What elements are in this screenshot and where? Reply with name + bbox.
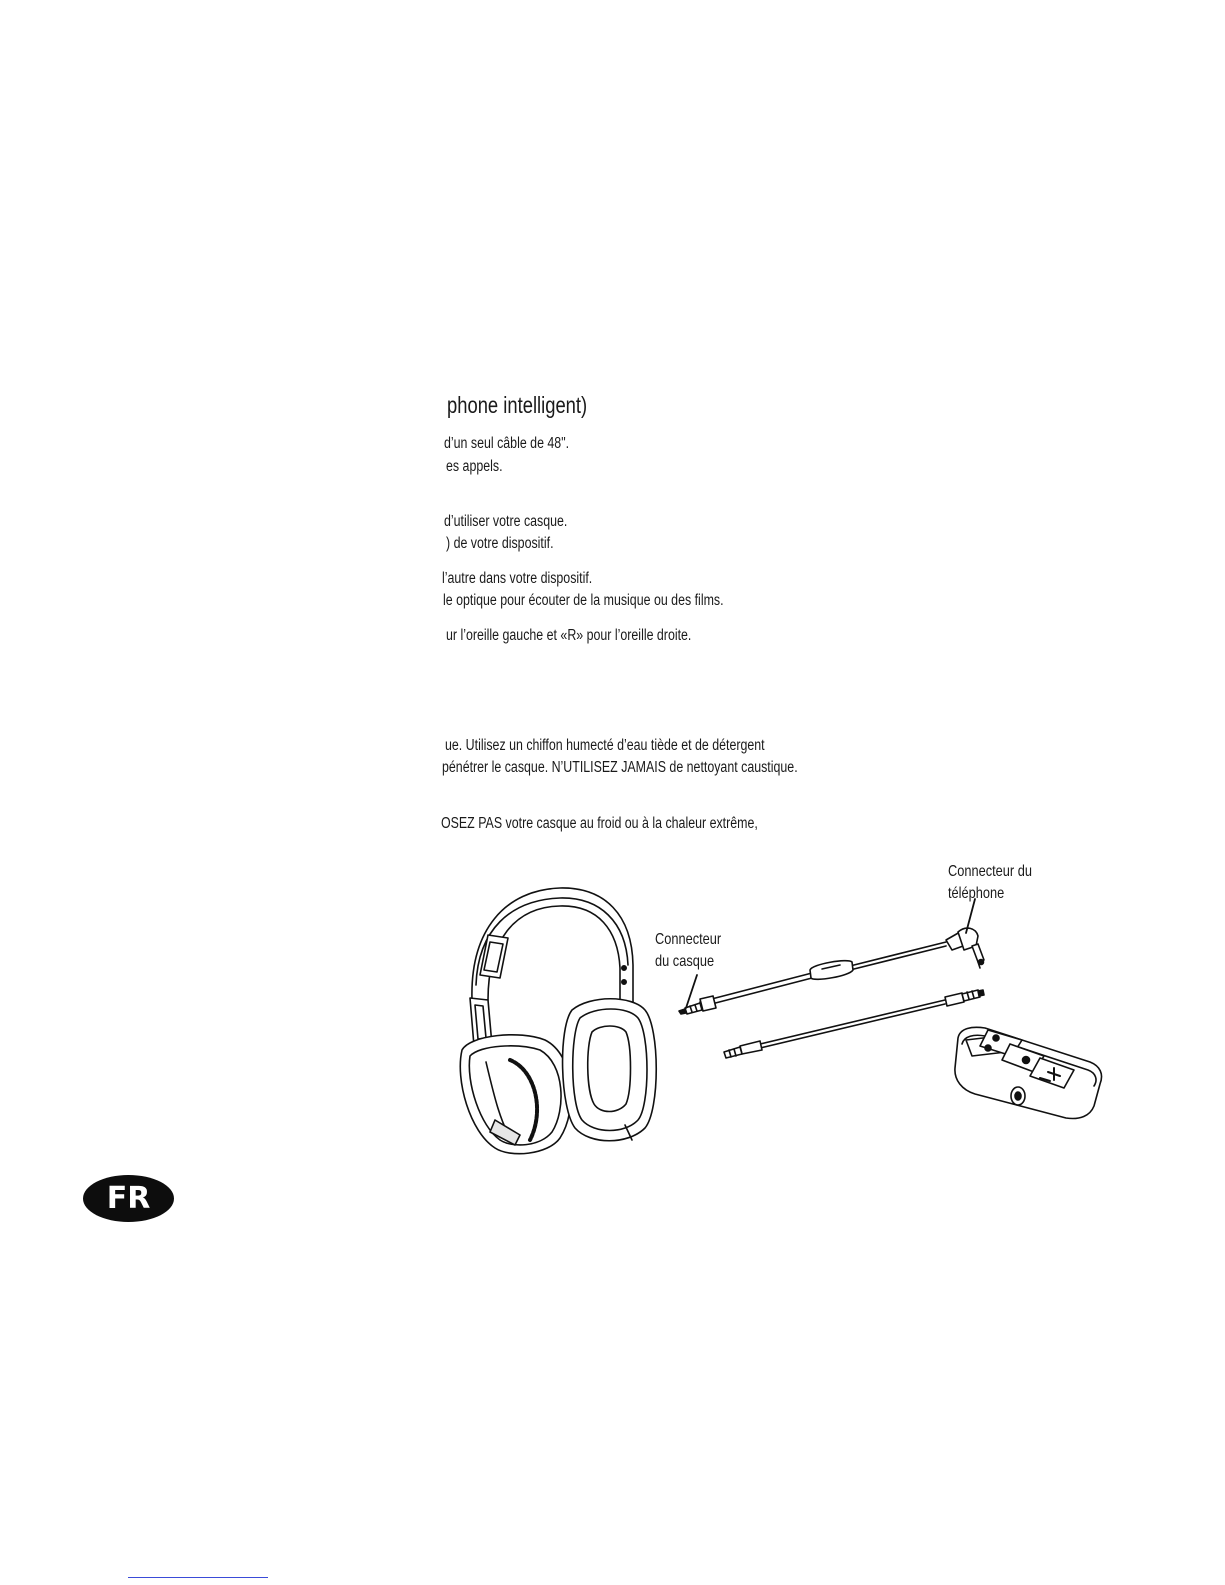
body-line: ) de votre dispositif. (446, 535, 554, 552)
body-line: ue. Utilisez un chiffon humecté d’eau ti… (445, 737, 765, 754)
adapter-icon (954, 1026, 1103, 1120)
leader-line (685, 974, 698, 1009)
body-line: l’autre dans votre dispositif. (442, 570, 593, 587)
body-line: es appels. (446, 458, 503, 475)
leader-line (965, 898, 976, 934)
footer-rule (128, 1577, 268, 1578)
cable-icon (678, 927, 985, 1015)
language-badge: FR (83, 1175, 174, 1222)
headset-connector-label: Connecteur du casque (655, 931, 722, 970)
body-line: OSEZ PAS votre casque au froid ou à la c… (441, 815, 758, 832)
cable-icon (723, 989, 985, 1059)
body-line: d’utiliser votre casque. (444, 513, 568, 530)
body-line: le optique pour écouter de la musique ou… (443, 592, 724, 609)
headphones-icon (459, 887, 658, 1155)
body-line: d’un seul câble de 48". (444, 435, 570, 452)
body-line: pénétrer le casque. N’UTILISEZ JAMAIS de… (442, 759, 798, 776)
phone-connector-label: Connecteur du téléphone (948, 863, 1032, 902)
body-line: ur l’oreille gauche et «R» pour l’oreill… (446, 627, 692, 644)
section-heading: phone intelligent) (447, 392, 588, 418)
